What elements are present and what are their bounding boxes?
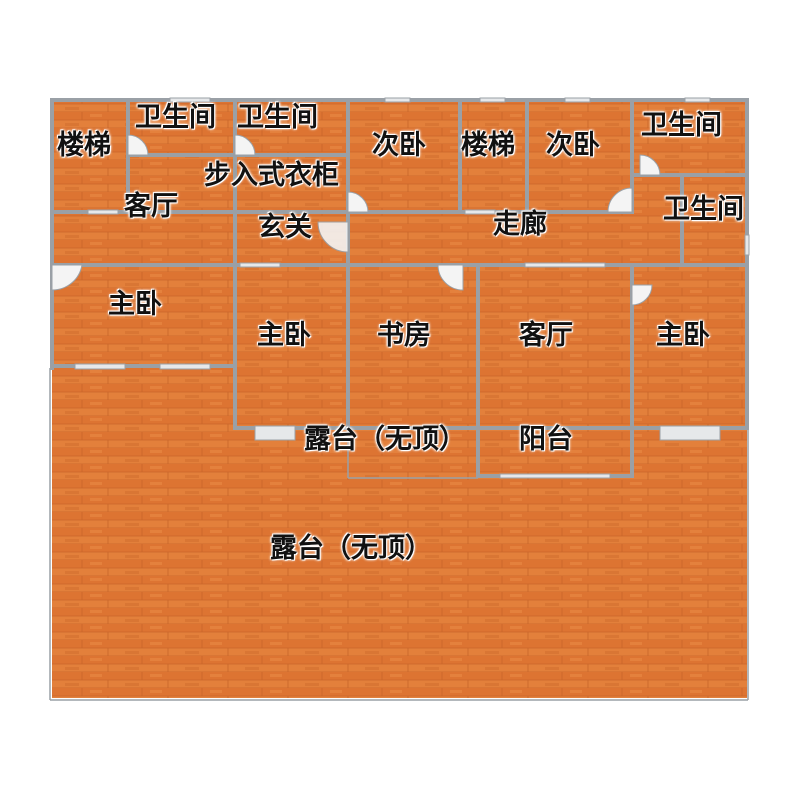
room-label-bathroom-1: 卫生间	[135, 102, 216, 133]
door-arc	[234, 134, 256, 156]
room-label-living-room-2: 客厅	[519, 320, 573, 351]
room-label-bathroom-4: 卫生间	[663, 194, 744, 225]
window	[499, 473, 611, 479]
windows	[74, 97, 750, 479]
doors	[51, 134, 661, 306]
floor-areas	[52, 100, 747, 698]
door-arc	[639, 154, 661, 176]
room-label-bathroom-3: 卫生间	[641, 110, 722, 141]
terrace-outline	[49, 368, 749, 701]
window	[659, 425, 721, 441]
room-label-stairs-1: 楼梯	[57, 130, 111, 161]
door-arc	[437, 264, 464, 291]
room-label-study: 书房	[377, 320, 431, 351]
room-label-terrace-small: 露台（无顶）	[304, 424, 466, 455]
door-arc	[347, 191, 369, 213]
window	[524, 262, 606, 268]
room-label-stairs-2: 楼梯	[461, 130, 515, 161]
room-label-terrace-large: 露台（无顶）	[270, 533, 432, 564]
door-arc	[317, 221, 349, 253]
window	[87, 209, 119, 215]
room-label-corridor: 走廊	[493, 209, 547, 240]
door-arc	[51, 264, 83, 291]
room-label-foyer: 玄关	[258, 212, 312, 243]
window	[384, 97, 411, 103]
room-label-walk-in-closet: 步入式衣柜	[204, 160, 339, 191]
window	[239, 262, 281, 268]
room-label-living-room-1: 客厅	[124, 191, 178, 222]
room-label-master-bedroom-1: 主卧	[108, 289, 162, 320]
window	[159, 363, 211, 370]
window	[74, 363, 126, 370]
floor-balcony	[348, 426, 632, 476]
room-label-secondary-bedroom-2: 次卧	[546, 130, 600, 161]
room-label-balcony: 阳台	[519, 424, 573, 455]
room-label-master-bedroom-3: 主卧	[656, 320, 710, 351]
window	[464, 209, 496, 215]
window	[254, 425, 296, 441]
door-arc	[631, 284, 653, 306]
room-label-bathroom-2: 卫生间	[237, 102, 318, 133]
room-label-master-bedroom-2: 主卧	[257, 320, 311, 351]
door-arc	[127, 134, 149, 156]
room-label-secondary-bedroom-1: 次卧	[372, 130, 426, 161]
window	[684, 97, 711, 103]
window	[479, 97, 506, 103]
door-arc	[607, 187, 633, 213]
window	[169, 97, 211, 103]
window	[564, 97, 591, 103]
window	[744, 234, 750, 256]
